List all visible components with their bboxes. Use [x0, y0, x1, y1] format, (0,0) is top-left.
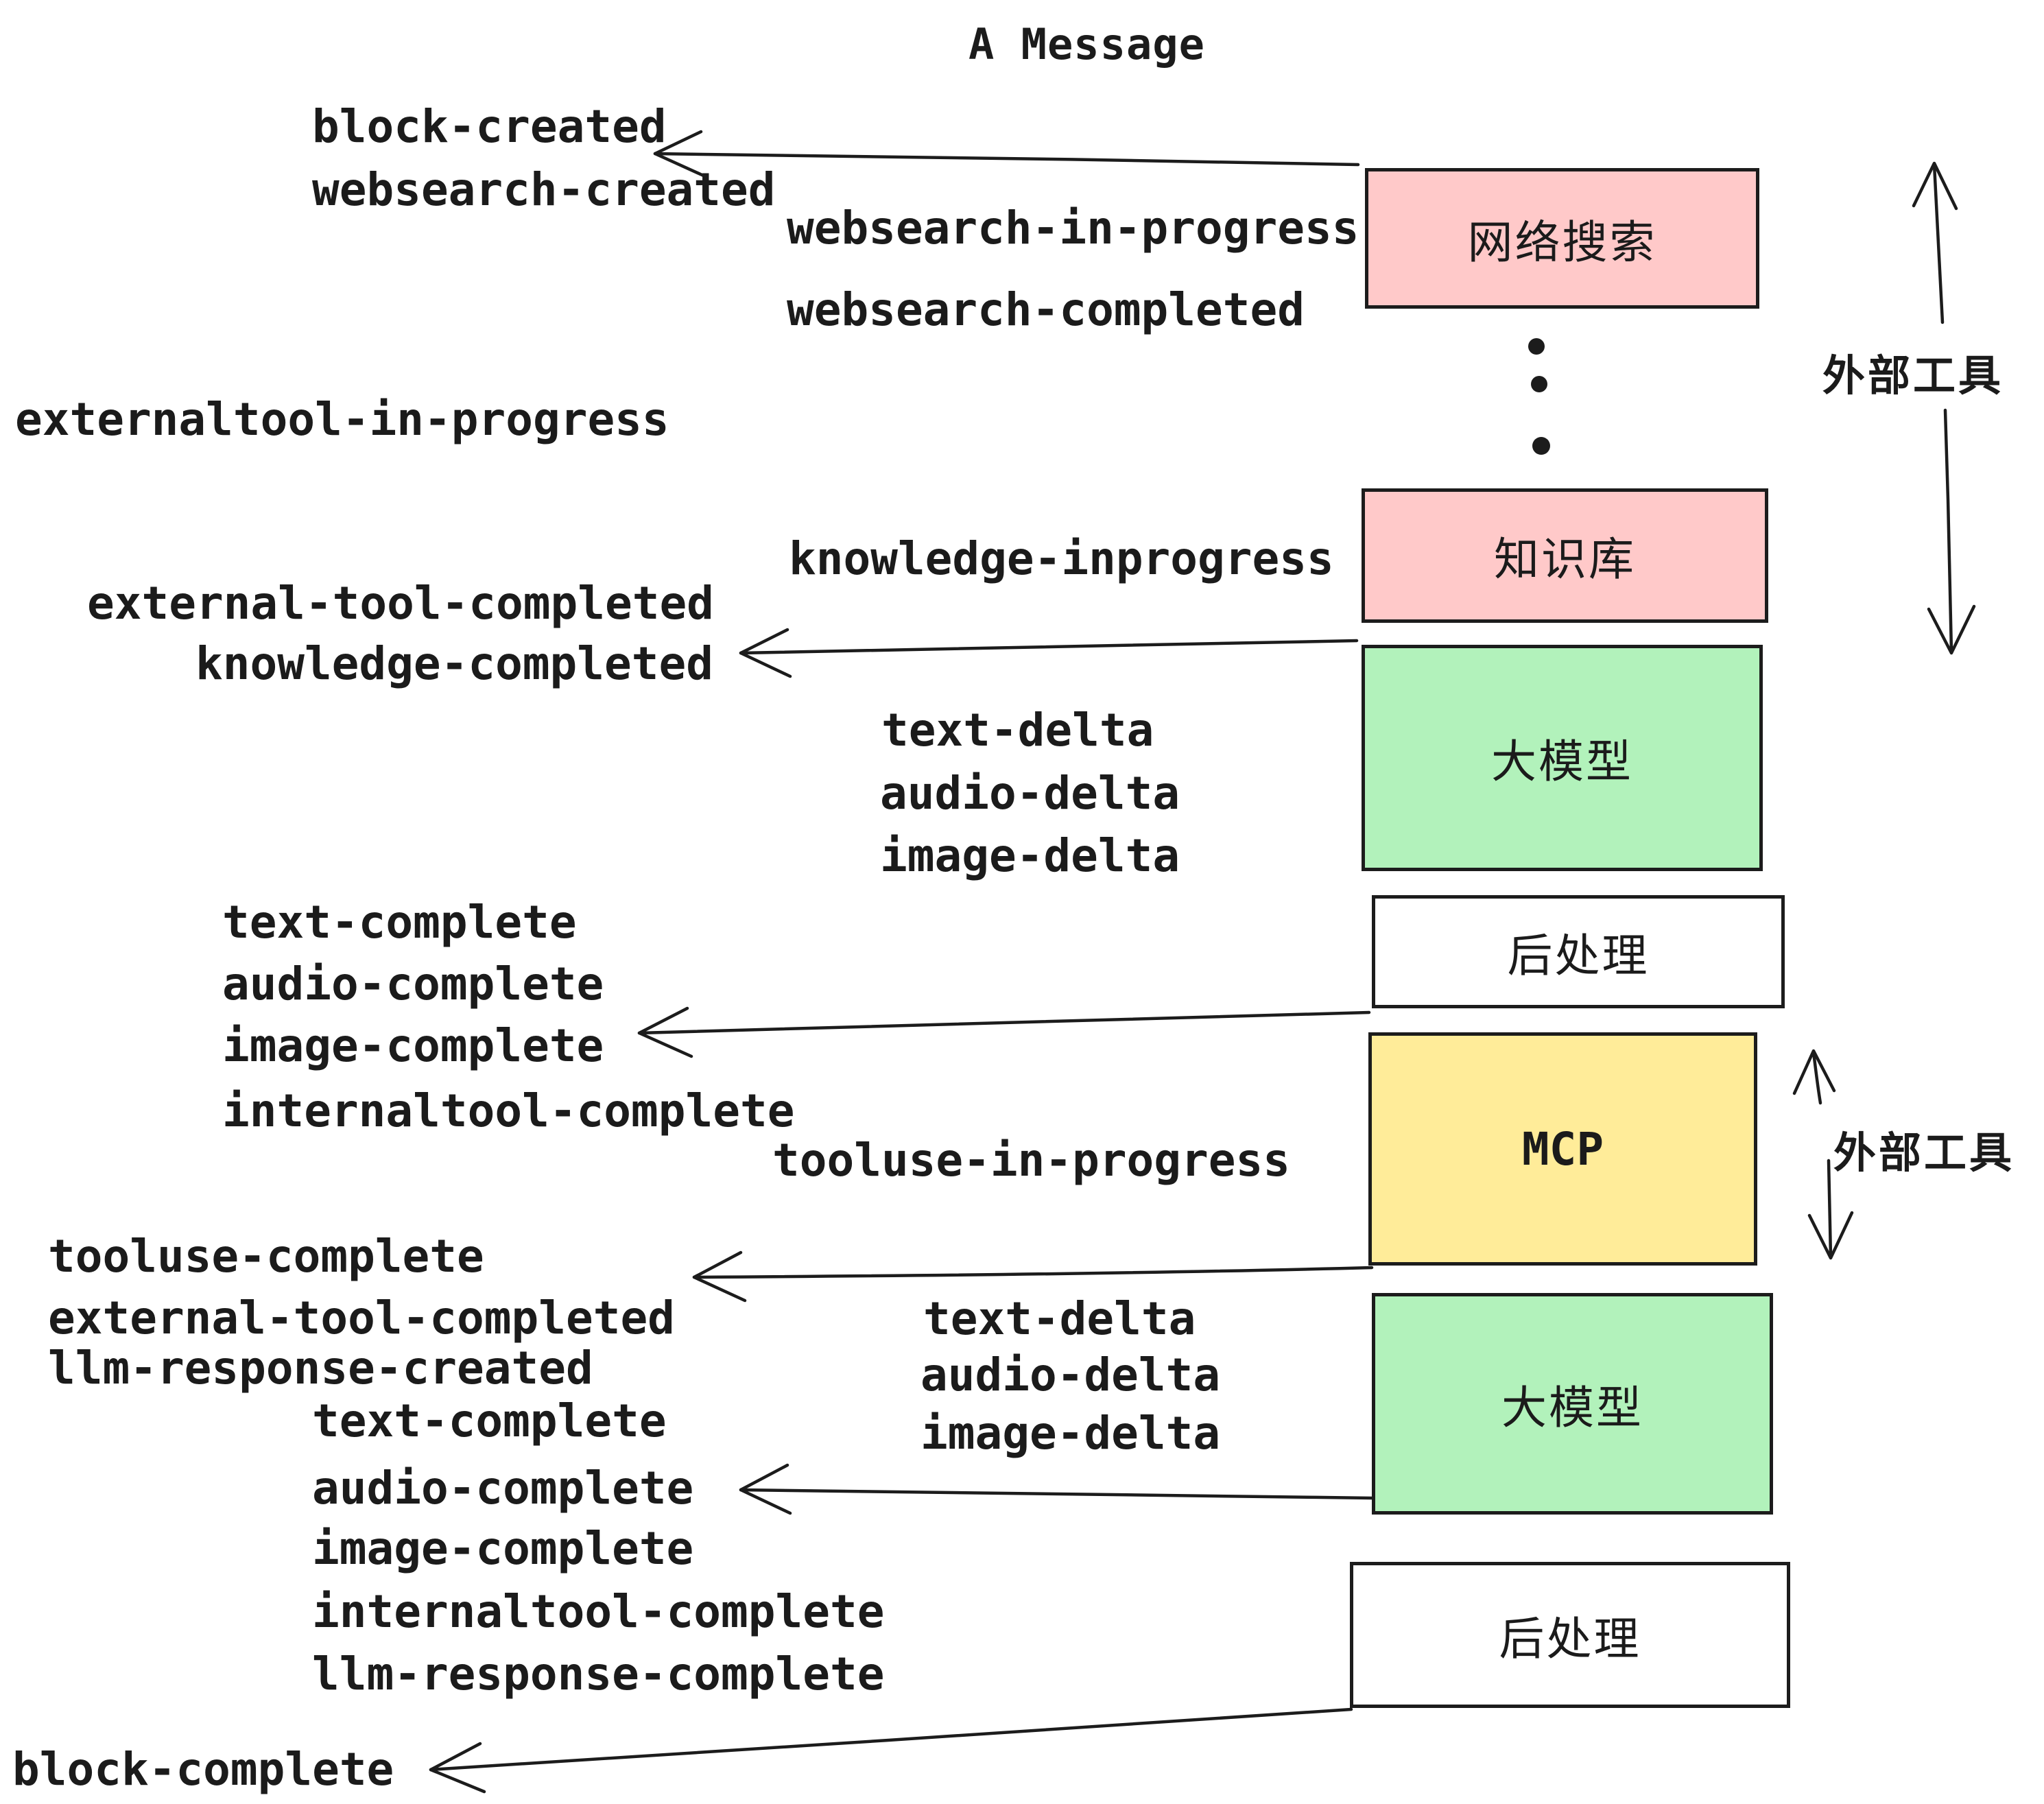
side-label-external-tools-1: 外部工具 [1822, 353, 2004, 400]
ellipsis-dot [1531, 376, 1547, 392]
event-knowledge-completed: knowledge-completed [195, 637, 713, 690]
arrow-to-block-complete-head [429, 1742, 486, 1794]
arrow-to-block-complete [429, 1707, 1353, 1772]
event-text-complete-2: text-complete [312, 1394, 667, 1447]
box-llm-1-label: 大模型 [1491, 736, 1633, 787]
arrow-to-image-complete-head [637, 1006, 693, 1058]
diagram-title: A Message [968, 19, 1205, 69]
event-image-delta-2: image-delta [920, 1407, 1221, 1460]
event-image-delta: image-delta [880, 829, 1180, 882]
ellipsis-dot [1532, 437, 1550, 455]
event-image-complete: image-complete [222, 1019, 604, 1072]
arrow-to-knowledge-completed-head [739, 628, 792, 678]
box-postprocess-2: 后处理 [1350, 1562, 1790, 1708]
event-tooluse-in-progress: tooluse-in-progress [772, 1134, 1290, 1187]
side-label-external-tools-2: 外部工具 [1833, 1130, 2015, 1177]
event-knowledge-inprogress: knowledge-inprogress [789, 532, 1334, 585]
ellipsis-dot [1528, 338, 1545, 355]
box-postprocess-2-label: 后处理 [1499, 1613, 1641, 1664]
arrow-to-audio-complete-head [739, 1463, 792, 1515]
arrow-to-block-created-head [653, 130, 709, 179]
box-knowledge-label: 知识库 [1494, 534, 1636, 584]
external-tools-span-1-down-head [1927, 604, 1976, 655]
box-websearch-label: 网络搜索 [1467, 216, 1657, 268]
box-llm-2-label: 大模型 [1501, 1381, 1643, 1433]
event-websearch-completed: websearch-completed [787, 283, 1305, 336]
event-text-delta-2: text-delta [923, 1292, 1196, 1345]
external-tools-span-2-down [1827, 1159, 1833, 1259]
external-tools-span-1-up [1932, 163, 1945, 324]
event-text-delta: text-delta [881, 704, 1154, 757]
box-mcp: MCP [1368, 1032, 1757, 1266]
event-llm-response-created: llm-response-created [48, 1342, 593, 1394]
event-external-tool-completed: external-tool-completed [87, 577, 714, 630]
box-postprocess-1: 后处理 [1372, 895, 1785, 1008]
event-llm-response-complete: llm-response-complete [312, 1648, 885, 1700]
arrow-to-audio-complete [739, 1488, 1375, 1500]
event-audio-delta-2: audio-delta [920, 1349, 1221, 1401]
box-llm-1: 大模型 [1362, 645, 1763, 871]
event-audio-complete-2: audio-complete [312, 1462, 694, 1515]
arrow-to-tooluse-complete [692, 1266, 1374, 1279]
event-text-complete: text-complete [222, 896, 577, 949]
external-tools-span-2-up-head [1792, 1049, 1836, 1095]
external-tools-span-1-up-head [1912, 161, 1958, 211]
arrow-to-knowledge-completed [739, 639, 1359, 655]
event-block-created: block-created [312, 100, 667, 153]
event-internaltool-complete: internaltool-complete [222, 1084, 795, 1137]
event-image-complete-2: image-complete [312, 1522, 694, 1575]
event-websearch-in-progress: websearch-in-progress [787, 202, 1359, 254]
external-tools-span-2-down-head [1807, 1211, 1854, 1260]
box-llm-2: 大模型 [1372, 1293, 1773, 1515]
event-tooluse-complete: tooluse-complete [48, 1230, 484, 1283]
event-block-complete: block-complete [12, 1743, 394, 1796]
event-externaltool-in-progress: externaltool-in-progress [15, 393, 669, 446]
external-tools-span-2-up [1811, 1050, 1822, 1105]
event-audio-complete: audio-complete [222, 958, 604, 1010]
arrow-to-block-created [653, 152, 1360, 167]
arrow-to-tooluse-complete-head [692, 1250, 747, 1303]
event-audio-delta: audio-delta [880, 767, 1180, 820]
external-tools-span-1-down [1943, 408, 1953, 654]
box-websearch: 网络搜索 [1365, 168, 1759, 309]
arrow-to-image-complete [637, 1010, 1371, 1035]
event-external-tool-completed-2: external-tool-completed [48, 1292, 675, 1344]
box-postprocess-1-label: 后处理 [1507, 929, 1650, 981]
event-internaltool-complete-2: internaltool-complete [312, 1585, 885, 1638]
box-knowledge: 知识库 [1362, 488, 1768, 623]
box-mcp-label: MCP [1521, 1122, 1604, 1176]
